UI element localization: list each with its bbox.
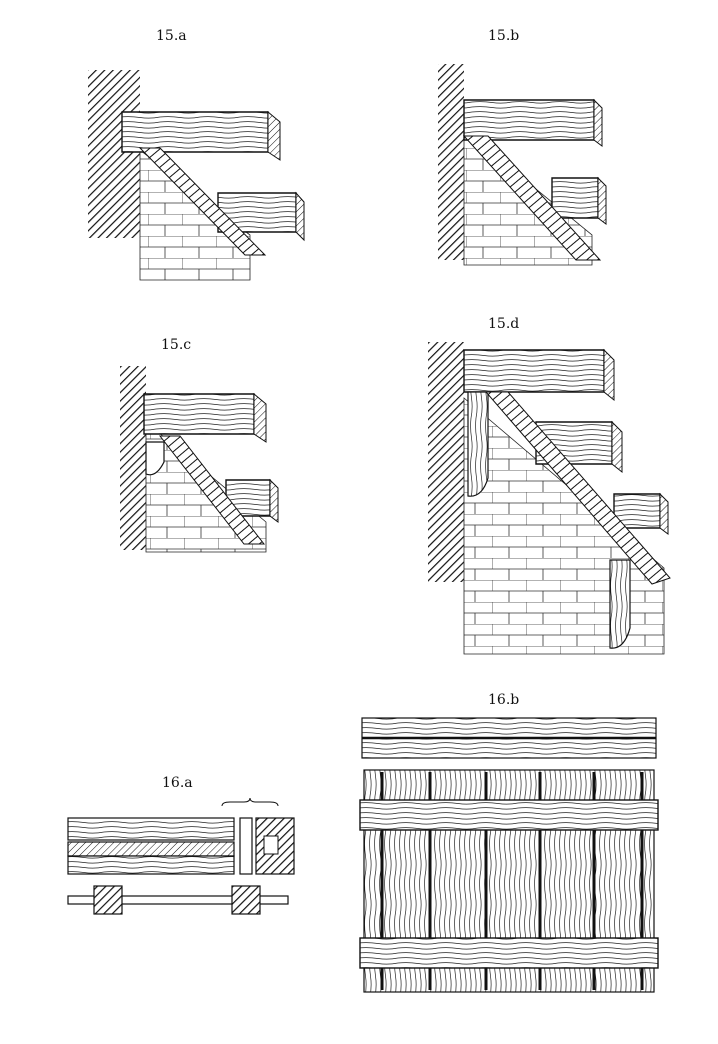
rafter-bottom-end [659,492,669,535]
figure-label-16a: 16.a [162,775,193,791]
corbel-lower [609,559,631,649]
wall-section [120,366,146,550]
rafter-upper-end [253,392,267,443]
board-top [67,817,235,841]
board-bottom [67,855,235,875]
purlin [484,391,671,585]
rafter-upper-end [593,98,603,147]
dimension-bracket [221,797,279,807]
wall-section [438,64,464,260]
figure-15b [438,64,607,266]
figure-label-15b: 15.b [488,28,520,44]
figure-16b [359,717,659,993]
rafter-lower-end [295,191,305,242]
figure-label-15d: 15.d [488,316,520,332]
figure-15a [88,70,305,281]
ledger-upper [359,799,659,831]
rafter-lower-end [269,478,279,523]
figure-15d [428,342,671,655]
figure-15c [120,366,279,553]
wall-section [428,342,464,582]
rafter-top [463,349,605,393]
rafter-middle-end [611,420,623,474]
rafter-upper-end [267,110,281,161]
purlin [462,135,602,261]
rafter-upper [121,111,269,153]
corbel-upper [467,391,489,497]
rafter-lower [551,177,599,219]
board-middle [67,841,235,857]
figure-16a [67,797,295,915]
rafter-upper [143,393,255,435]
bracket [145,441,165,476]
post-section-right [231,885,261,915]
rafter-top-end [603,348,615,402]
purlin [158,435,266,545]
tenon-block [239,817,253,875]
rafter-upper [463,99,595,141]
figure-label-15a: 15.a [156,28,187,44]
figure-label-16b: 16.b [488,692,520,708]
wall-section [88,70,140,238]
mortise-slot [263,835,279,855]
rafter-lower-end [597,176,607,225]
ledger-lower [359,937,659,969]
purlin [138,147,267,256]
rail-plan [67,895,289,905]
figure-label-15c: 15.c [161,337,192,353]
post-section-left [93,885,123,915]
